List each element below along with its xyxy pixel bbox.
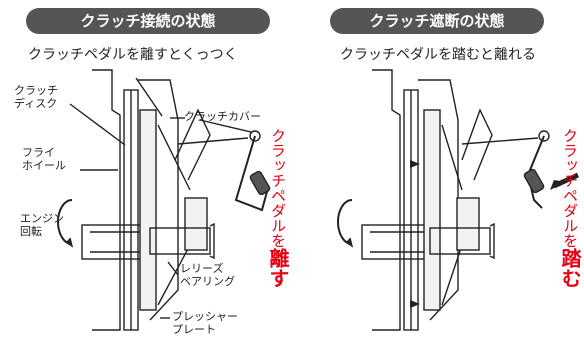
clutch-disengaged-illustration (337, 69, 580, 331)
disengaged-subtitle: クラッチペダルを踏むと離れる (340, 47, 536, 63)
clutch-engaged-illustration (57, 69, 271, 331)
clutch-disengaged-panel: クラッチ遮断の状態 クラッチペダルを踏むと離れる (292, 0, 584, 356)
engine-rotation-label: エンジン 回転 (20, 212, 64, 238)
release-pedal-caption: クラッチペダルを離す (266, 128, 290, 288)
flywheel-label: フライ ホイール (22, 146, 66, 172)
flywheel-shape (92, 69, 121, 331)
release-bearing-label: レリーズ ベアリング (180, 262, 235, 288)
disengaged-title: クラッチ遮断の状態 (330, 8, 544, 34)
engaged-title: クラッチ接続の状態 (26, 8, 270, 34)
engaged-subtitle: クラッチペダルを離すとくっつく (28, 47, 238, 63)
press-pedal-caption: クラッチペダルを踏む (558, 128, 582, 288)
clutch-engaged-panel: クラッチ接続の状態 クラッチペダルを離すとくっつく (14, 8, 290, 336)
pressure-plate-label: プレッシャー プレート (172, 310, 238, 336)
clutch-disc-label: クラッチ ディスク (14, 84, 58, 110)
clutch-cover-label: クラッチカバー (184, 110, 261, 123)
